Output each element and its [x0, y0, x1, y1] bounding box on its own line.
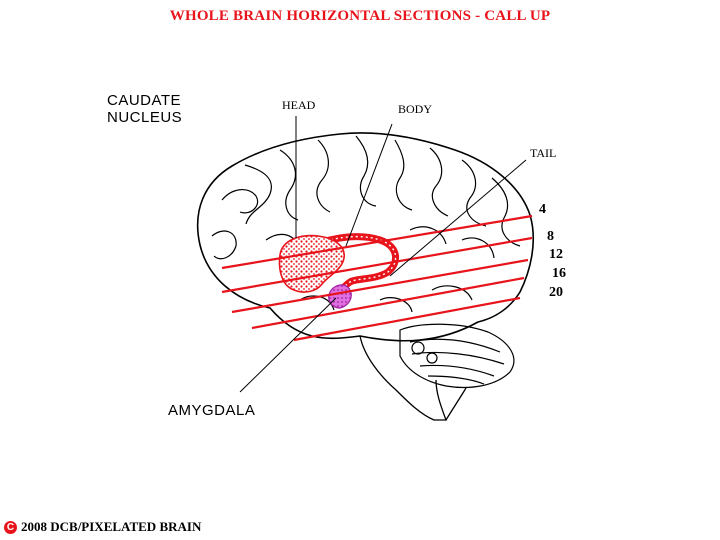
section-lines	[221, 214, 533, 342]
amygdala-label: AMYGDALA	[168, 402, 256, 419]
caudate-label-line2: NUCLEUS	[107, 109, 183, 126]
leader-body	[345, 123, 393, 247]
page-title: WHOLE BRAIN HORIZONTAL SECTIONS - CALL U…	[169, 8, 551, 24]
section-number-12: 12	[549, 247, 563, 262]
section-number-8: 8	[547, 229, 554, 244]
tail-label: TAIL	[530, 146, 557, 160]
section-line-16	[251, 276, 525, 330]
cerebellum	[399, 323, 515, 389]
section-line-20	[293, 296, 521, 342]
section-line-12	[231, 258, 529, 314]
section-number-20: 20	[549, 285, 563, 300]
leader-tail	[389, 159, 527, 277]
caudate-nucleus-label: CAUDATE NUCLEUS	[107, 92, 182, 126]
head-label: HEAD	[282, 98, 316, 112]
copyright-text: 2008 DCB/PIXELATED BRAIN	[21, 519, 202, 534]
section-line-4	[221, 214, 533, 270]
amygdala-shape	[328, 284, 352, 309]
copyright-footer: C 2008 DCB/PIXELATED BRAIN	[4, 519, 201, 535]
caudate-head	[278, 234, 345, 293]
brainstem	[359, 335, 467, 421]
section-line-8	[221, 236, 533, 294]
leader-amygdala	[239, 297, 337, 393]
body-label: BODY	[398, 102, 433, 116]
section-number-4: 4	[539, 202, 546, 217]
section-number-16: 16	[552, 266, 566, 281]
leader-lines	[239, 116, 527, 393]
caudate-label-line1: CAUDATE	[107, 92, 182, 109]
copyright-icon: C	[4, 520, 17, 534]
